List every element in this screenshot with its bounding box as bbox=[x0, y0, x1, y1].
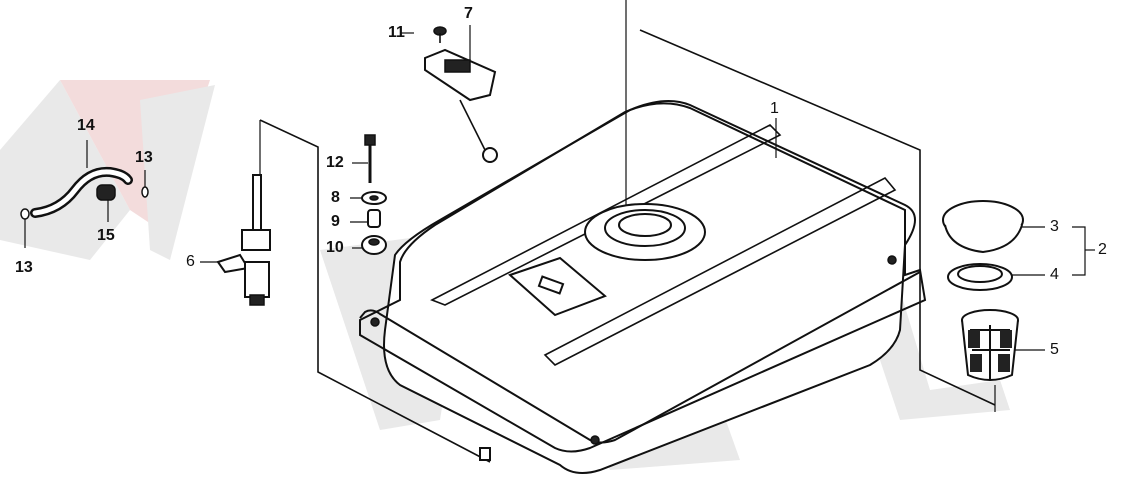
callout-5: 5 bbox=[1050, 341, 1059, 358]
callout-13-upper: 13 bbox=[135, 149, 153, 166]
callout-8: 8 bbox=[331, 189, 340, 206]
callout-10: 10 bbox=[326, 239, 344, 256]
callout-6: 6 bbox=[186, 253, 195, 270]
callout-12: 12 bbox=[326, 154, 344, 171]
assembly-outline bbox=[259, 29, 996, 463]
cap-gasket-icon bbox=[947, 263, 1013, 291]
screw-icon bbox=[433, 26, 447, 43]
fuel-cock-icon bbox=[216, 174, 271, 306]
callout-14: 14 bbox=[77, 117, 95, 134]
callout-15: 15 bbox=[97, 227, 115, 244]
fuel-cap-icon bbox=[942, 200, 1024, 254]
mount-hardware-icon bbox=[361, 134, 387, 255]
fuel-filter-icon bbox=[96, 184, 116, 201]
hose-clip-icon bbox=[20, 186, 149, 220]
fuel-hose-icon bbox=[30, 166, 133, 218]
callout-9: 9 bbox=[331, 213, 340, 230]
callout-3: 3 bbox=[1050, 218, 1059, 235]
callout-11: 11 bbox=[388, 24, 405, 41]
callout-7: 7 bbox=[464, 5, 473, 22]
fuel-gauge-icon bbox=[424, 48, 498, 163]
fuel-tank-icon bbox=[359, 100, 927, 475]
callout-1: 1 bbox=[770, 100, 779, 117]
callout-4: 4 bbox=[1050, 266, 1059, 283]
fuel-strainer-icon bbox=[961, 309, 1019, 381]
callout-2: 2 bbox=[1098, 241, 1107, 258]
callout-13-lower: 13 bbox=[15, 259, 33, 276]
